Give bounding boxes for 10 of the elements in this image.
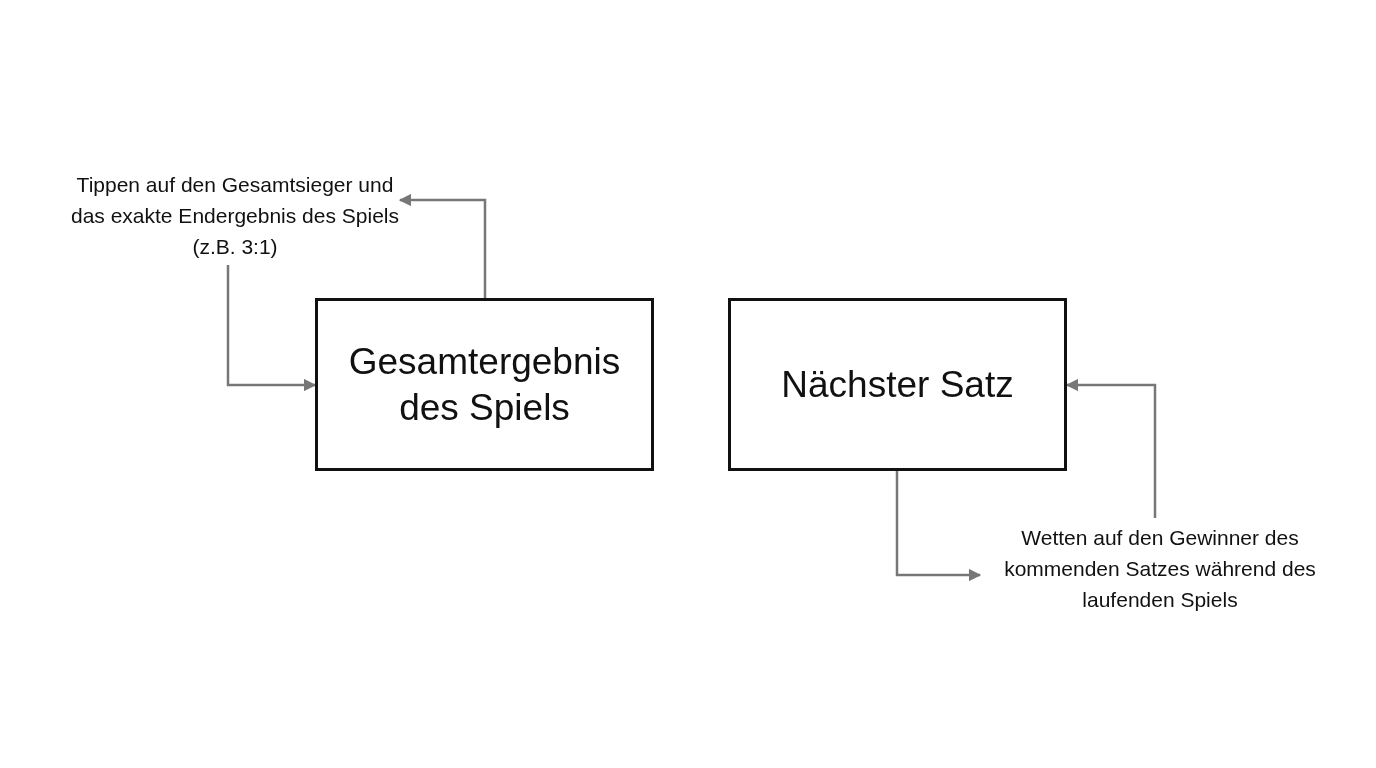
box-label: Gesamtergebnis des Spiels	[347, 339, 622, 430]
box-label: Nächster Satz	[781, 362, 1014, 407]
description-text: Wetten auf den Gewinner des kommenden Satzes während des laufenden Spiels	[1003, 524, 1317, 613]
arrow	[398, 193, 487, 298]
arrow	[895, 471, 982, 582]
process-box	[315, 298, 654, 471]
arrow	[226, 265, 317, 392]
arrow	[1065, 378, 1157, 518]
process-box	[728, 298, 1067, 471]
description-text: Tippen auf den Gesamtsieger und das exakte Endergebnis des Spiels (z.B. 3:1)	[70, 171, 400, 260]
